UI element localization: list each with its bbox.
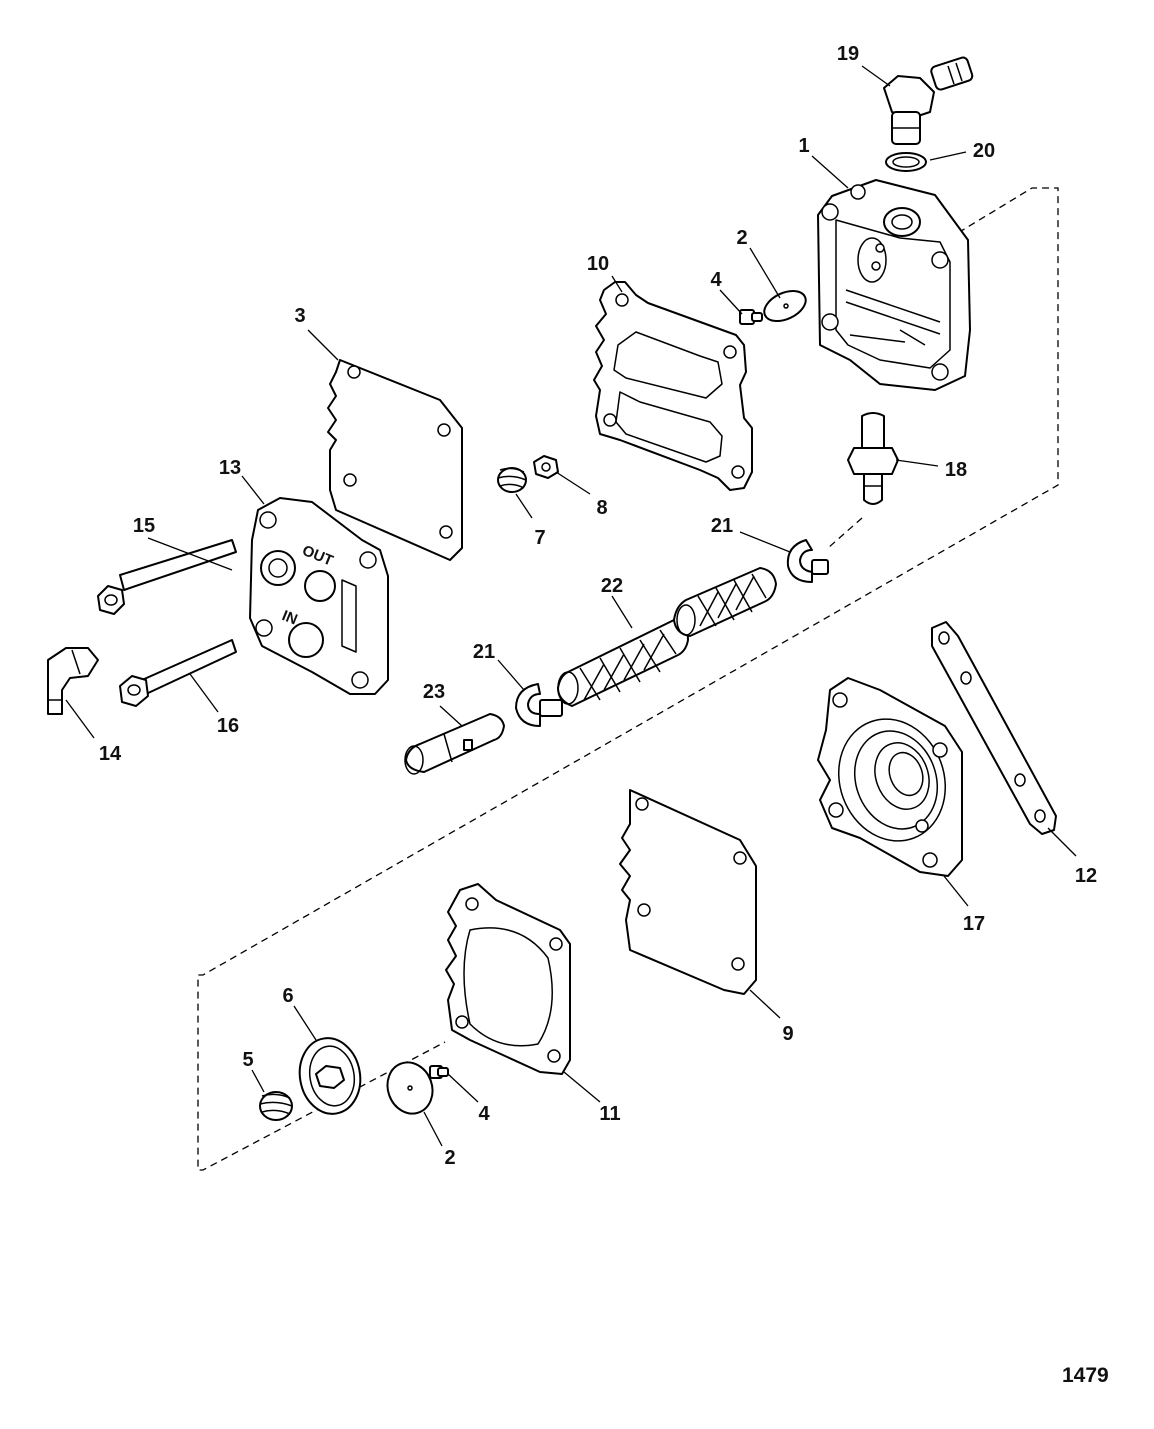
part-18-hose-fitting: [847, 412, 899, 505]
figure-number: 1479: [1062, 1364, 1109, 1387]
part-3-diaphragm-plate: [327, 359, 463, 561]
part-2-diaphragm-disc-bottom: [386, 1061, 434, 1115]
callout-13: 13: [219, 457, 241, 479]
clip-connector-line: [827, 517, 863, 549]
callout-19: 19: [837, 43, 859, 65]
part-13-pump-cover: OUT IN: [249, 497, 389, 695]
part-7-spring-top: [497, 467, 527, 493]
part-9-diaphragm-plate-bottom: [619, 789, 757, 995]
part-6-valve-disc: [298, 1037, 362, 1115]
callout-12: 12: [1075, 865, 1097, 887]
callout-4-top: 4: [710, 269, 722, 291]
part-20-o-ring: [885, 152, 927, 172]
part-10-gasket-top: [593, 281, 753, 491]
part-2-diaphragm-disc-top: [763, 289, 807, 323]
part-17-housing: [817, 677, 963, 877]
part-8-nut: [533, 455, 559, 479]
callout-21-right: 21: [711, 515, 733, 537]
callout-7: 7: [534, 527, 545, 549]
callout-15: 15: [133, 515, 155, 537]
callout-23: 23: [423, 681, 445, 703]
callout-18: 18: [945, 459, 967, 481]
part-21-clip-right: [786, 539, 829, 583]
callout-8: 8: [596, 497, 607, 519]
part-16-bolt: [119, 639, 237, 707]
part-12-strap: [931, 621, 1057, 835]
part-15-bolt: [97, 539, 237, 615]
callout-14: 14: [99, 743, 122, 765]
assembly-boundary-line: [197, 187, 1059, 1171]
callout-2-bottom: 2: [444, 1147, 455, 1169]
callout-21-left: 21: [473, 641, 495, 663]
callout-11: 11: [599, 1103, 620, 1125]
callout-17: 17: [963, 913, 985, 935]
callout-10: 10: [587, 253, 609, 275]
part-11-gasket-bottom: [445, 883, 571, 1075]
part-1-pump-body: [817, 179, 971, 391]
callout-22: 22: [601, 575, 623, 597]
callout-numbers: 19 20 1 2 4 10 3 13 8 7 18 15 21 22 21 2…: [99, 43, 1097, 1169]
callout-20: 20: [973, 140, 995, 162]
callout-9: 9: [782, 1023, 793, 1045]
callout-1: 1: [798, 135, 809, 157]
callout-3: 3: [294, 305, 305, 327]
in-port-stamp: IN: [280, 607, 300, 628]
part-21-clip-left: [515, 683, 563, 727]
leader-lines: [65, 65, 1077, 1147]
callout-5: 5: [242, 1049, 253, 1071]
part-14-elbow-hose-fitting: [47, 647, 99, 715]
callout-16: 16: [217, 715, 239, 737]
part-22-filter-screen: [557, 567, 777, 707]
callout-4-bottom: 4: [478, 1103, 490, 1125]
part-23-shaft: [404, 713, 505, 775]
part-5-spring-bottom: [259, 1091, 293, 1121]
callout-6: 6: [282, 985, 293, 1007]
part-4-screw-bottom: [429, 1065, 449, 1079]
part-4-screw-top: [739, 309, 763, 325]
part-19-elbow-fitting: [883, 56, 974, 145]
callout-2-top: 2: [736, 227, 747, 249]
